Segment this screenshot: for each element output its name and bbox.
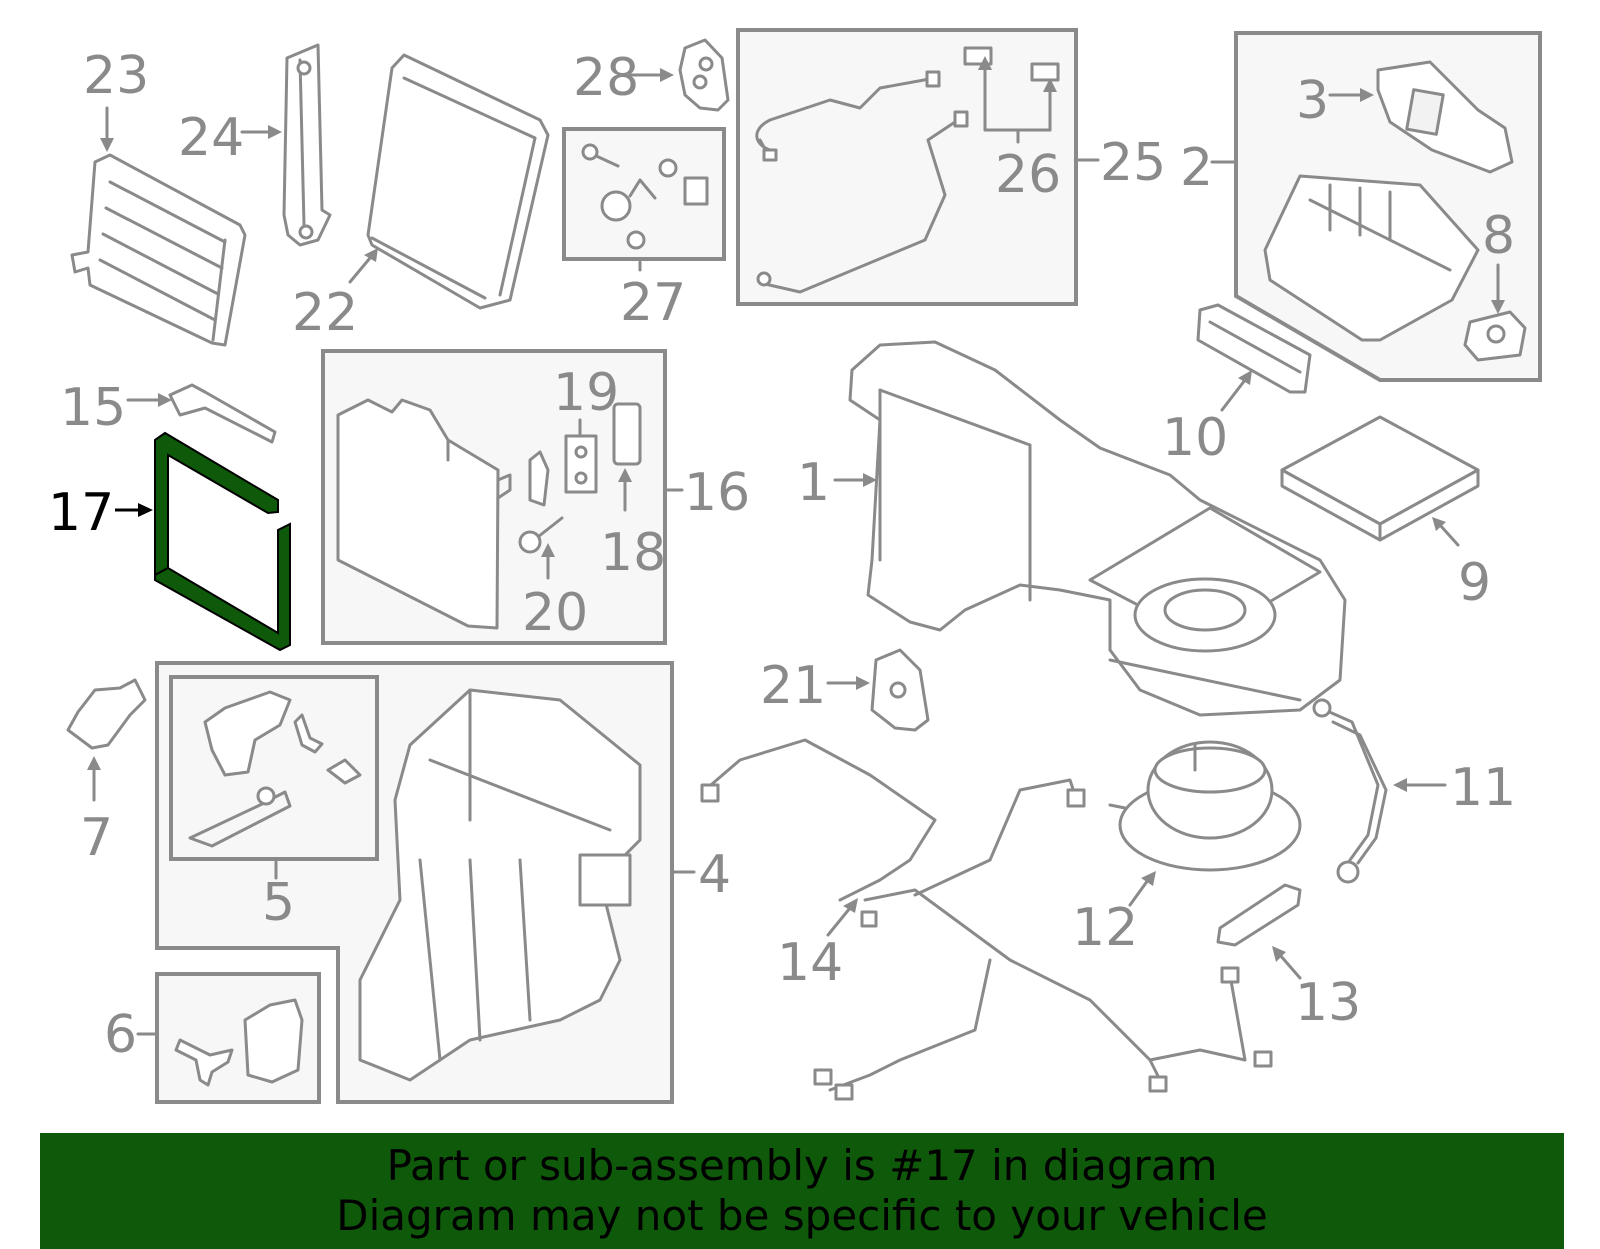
callout-15: 15: [60, 378, 126, 438]
callout-5: 5: [262, 873, 295, 933]
callout-20: 20: [522, 583, 588, 643]
callout-16: 16: [684, 463, 750, 523]
callout-1: 1: [797, 453, 830, 513]
callout-2: 2: [1180, 138, 1213, 198]
callout-26: 26: [995, 145, 1061, 205]
callout-17: 17: [48, 483, 114, 543]
part-6-actuators: [174, 998, 304, 1087]
callout-8: 8: [1482, 206, 1515, 266]
part-16-evaporator-assembly: [336, 398, 642, 630]
callout-3: 3: [1296, 71, 1329, 131]
part-25-refrigerant-lines: [755, 46, 1060, 294]
part-3-mode-door-gasket: [1376, 60, 1514, 174]
part-11-drain-hose: [1312, 698, 1388, 884]
callout-12: 12: [1072, 898, 1138, 958]
leader-lines: [87, 56, 1505, 1036]
callout-4: 4: [698, 845, 731, 905]
callout-21: 21: [760, 656, 826, 716]
group-box-25: [736, 28, 1078, 306]
part-13-blower-resistor: [1216, 883, 1302, 947]
part-23-heater-core: [70, 153, 247, 347]
callout-11: 11: [1450, 758, 1516, 818]
callout-18: 18: [600, 523, 666, 583]
info-banner: Part or sub-assembly is #17 in diagram D…: [40, 1133, 1564, 1249]
callout-7: 7: [80, 808, 113, 868]
callout-10: 10: [1162, 408, 1228, 468]
part-17-evaporator-seal-highlighted[interactable]: [154, 431, 291, 652]
part-21-seal: [870, 648, 930, 732]
part-15-temp-sensor: [168, 383, 277, 444]
callout-13: 13: [1295, 973, 1361, 1033]
callout-23: 23: [83, 46, 149, 106]
banner-line-part: Part or sub-assembly is #17 in diagram: [386, 1141, 1218, 1190]
part-9-cabin-filter: [1280, 415, 1480, 542]
part-28-valve-block: [678, 38, 730, 112]
part-5-linkage-kit: [188, 690, 362, 848]
part-2-upper-case: [1263, 174, 1480, 342]
part-27-hardware-kit: [581, 143, 709, 250]
callout-27: 27: [620, 273, 686, 333]
callout-9: 9: [1458, 553, 1491, 613]
part-8-actuator: [1463, 310, 1527, 362]
part-7-actuator: [66, 678, 147, 750]
callout-labels: 23 24 22 28 27 26 25 2 3 8 10 9 1 15 17 …: [48, 46, 1516, 1065]
part-10-vent-bracket: [1196, 303, 1312, 394]
callout-24: 24: [178, 108, 244, 168]
callout-22: 22: [292, 283, 358, 343]
part-12-blower-motor: [1108, 740, 1302, 872]
callout-6: 6: [104, 1005, 137, 1065]
callout-19: 19: [553, 363, 619, 423]
part-22-evaporator: [366, 53, 550, 310]
part-17-seal-lower: [154, 522, 291, 652]
callout-28: 28: [573, 48, 639, 108]
part-14-wiring-harness: [700, 738, 1273, 1101]
part-4-lower-case: [358, 688, 642, 1082]
part-24-bracket: [282, 43, 332, 247]
banner-line-disclaimer: Diagram may not be specific to your vehi…: [336, 1191, 1268, 1240]
callout-25: 25: [1100, 133, 1166, 193]
part-17-seal-upper: [154, 431, 279, 577]
callout-14: 14: [777, 933, 843, 993]
part-1-hvac-housing: [848, 340, 1347, 717]
leader-line-17: [115, 503, 153, 517]
